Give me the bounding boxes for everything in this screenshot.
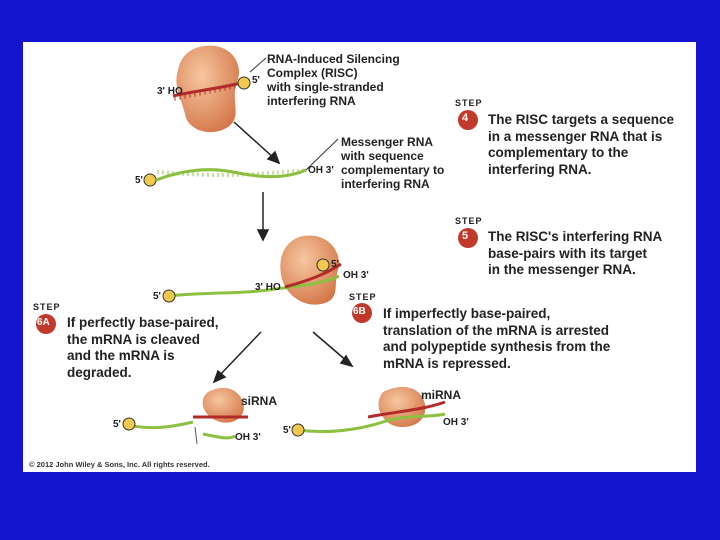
step-word: STEP <box>455 98 483 108</box>
step-4-number: 4 <box>462 112 469 124</box>
step-6a-number: 6A <box>37 317 50 328</box>
step-6b-number: 6B <box>353 306 366 317</box>
end-oh3-mid: OH 3' <box>343 270 369 281</box>
copyright: © 2012 John Wiley & Sons, Inc. All right… <box>29 460 210 469</box>
phosphate-icon <box>143 173 157 187</box>
phosphate-icon <box>316 258 330 272</box>
end-oh3-6b: OH 3' <box>443 417 469 428</box>
leader-lines <box>249 57 339 171</box>
phosphate-icon <box>291 423 305 437</box>
end-5prime-mid: 5' <box>331 259 339 270</box>
end-oh3-6a: OH 3' <box>235 432 261 443</box>
mirna-label: miRNA <box>421 388 462 402</box>
end-5prime-mrna: 5' <box>135 175 143 186</box>
end-oh3-mrna: OH 3' <box>308 165 334 176</box>
step-word: STEP <box>349 292 377 302</box>
step-word: STEP <box>33 302 61 312</box>
step-badges <box>36 110 478 334</box>
figure-panel: 4 5 6A 6B STEP STEP STEP STEP The RISC t… <box>23 42 696 472</box>
end-3ho-mid: 3' HO <box>255 282 281 293</box>
flow-arrows <box>212 121 354 384</box>
mrna-label: Messenger RNA with sequence complementar… <box>341 135 445 191</box>
step-5-number: 5 <box>462 230 469 242</box>
step-4-text: The RISC targets a sequence in a messeng… <box>488 112 675 177</box>
mrna-strand-1 <box>143 168 307 187</box>
step-word: STEP <box>455 216 483 226</box>
step-6b-text: If imperfectly base-paired, translation … <box>383 306 611 371</box>
step-5-text: The RISC's interfering RNA base-pairs wi… <box>488 229 663 277</box>
risc-mrna-complex <box>162 235 342 305</box>
phosphate-icon <box>122 417 136 431</box>
repressed-mrna <box>291 386 446 437</box>
sirna-label: siRNA <box>241 394 278 408</box>
risc-complex-top <box>172 45 251 133</box>
end-5prime-top: 5' <box>252 75 260 86</box>
end-5prime-6a: 5' <box>113 419 121 430</box>
step-6a-text: If perfectly base-paired, the mRNA is cl… <box>67 315 219 380</box>
end-5prime-mid-left: 5' <box>153 291 161 302</box>
rnai-diagram <box>36 45 478 445</box>
risc-label: RNA-Induced Silencing Complex (RISC) wit… <box>267 52 400 108</box>
end-5prime-6b: 5' <box>283 425 291 436</box>
end-3ho-top: 3' HO <box>157 86 183 97</box>
phosphate-icon <box>237 76 251 90</box>
phosphate-icon <box>162 289 176 303</box>
cleaved-mrna <box>122 387 248 445</box>
